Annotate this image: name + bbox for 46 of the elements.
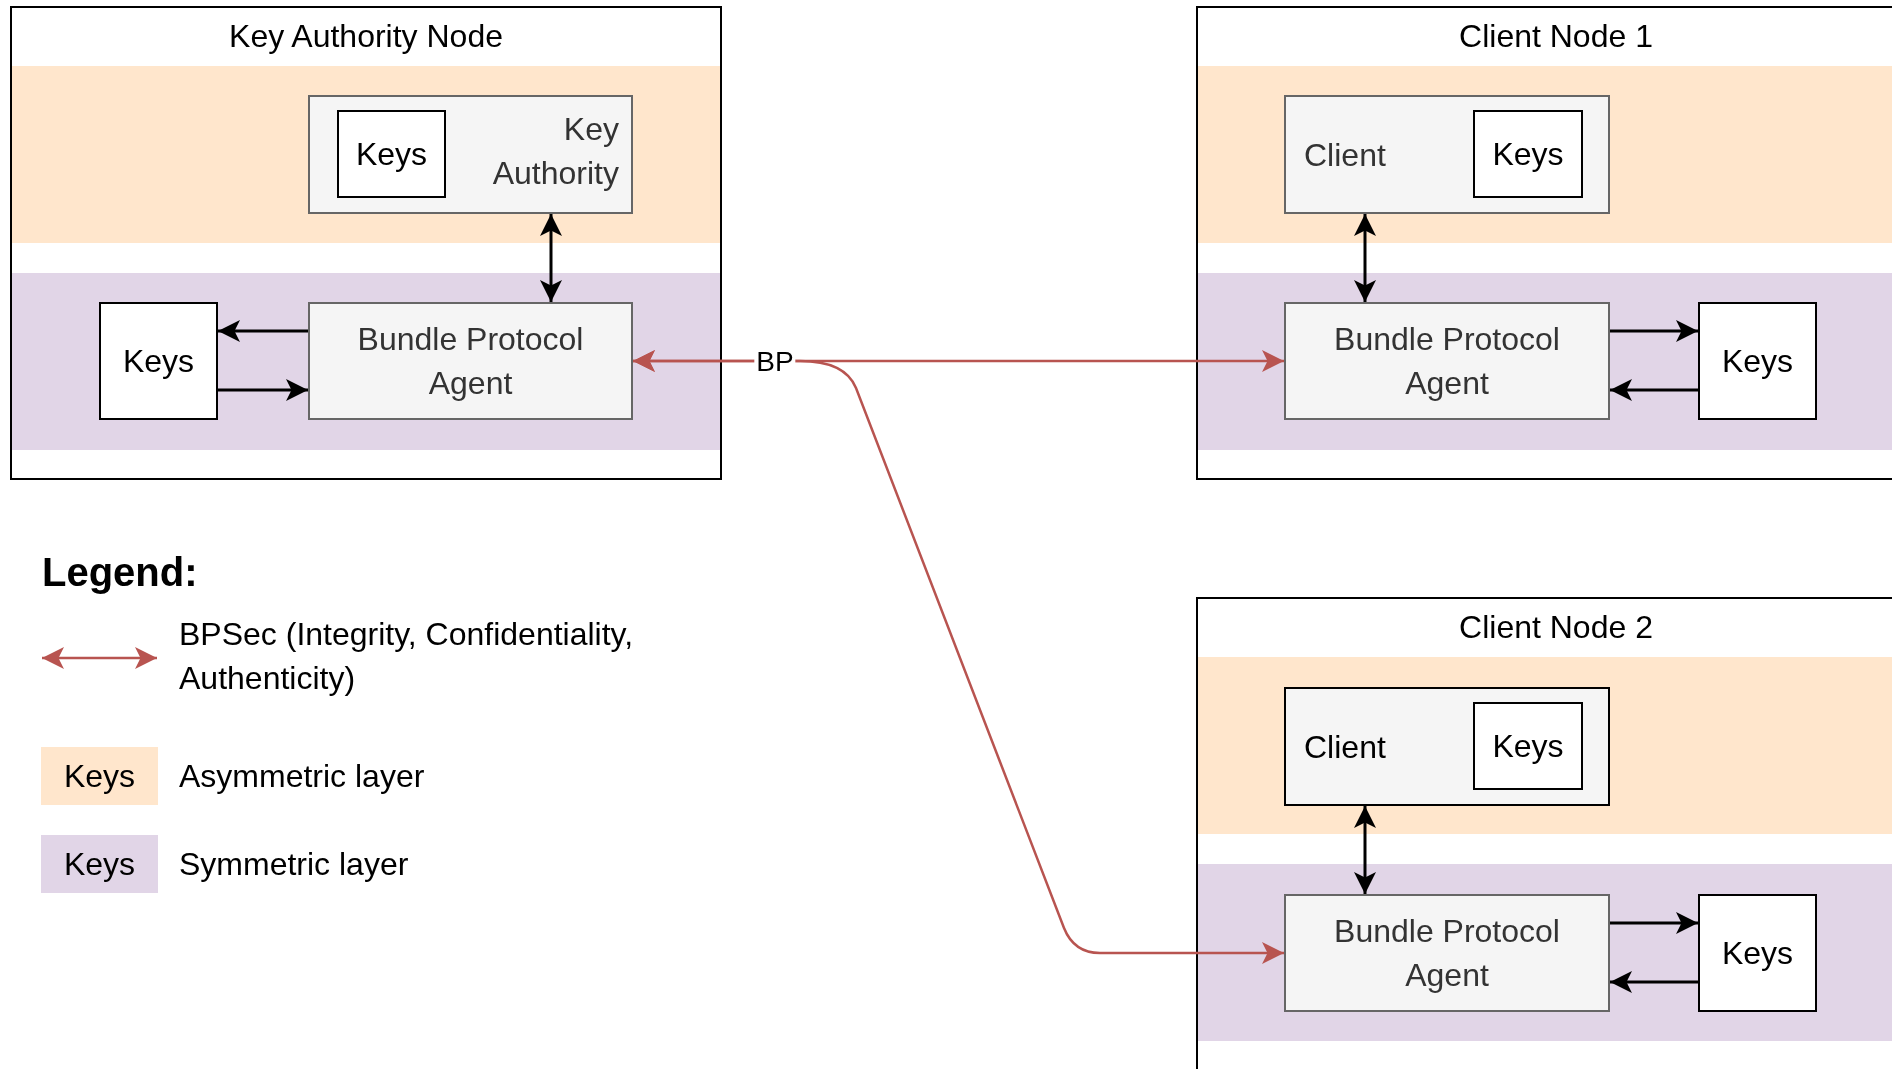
component-box: [1284, 894, 1610, 1012]
node-label: Key Authority: [491, 110, 619, 193]
component-box: [1284, 687, 1610, 806]
keys-box: [99, 302, 218, 420]
arrow: [1610, 971, 1698, 993]
legend-text: Asymmetric layer: [179, 757, 426, 796]
node-container: [1196, 6, 1892, 480]
arrow: [1354, 806, 1376, 894]
swatch-label: Keys: [63, 760, 136, 792]
legend-title: Legend:: [42, 552, 198, 592]
legend-text: BPSec (Integrity, Confidentiality, Authenticity): [179, 615, 635, 698]
arrow: [1354, 214, 1376, 302]
node-label: Keys: [1492, 135, 1564, 174]
node-label: Client: [1304, 727, 1386, 767]
node-label: Keys: [122, 342, 195, 381]
legend-text: Symmetric layer: [179, 845, 410, 884]
component-box: [1284, 302, 1610, 420]
arrow: [633, 350, 1284, 964]
node-label: Keys: [1721, 342, 1794, 381]
arrow: [218, 320, 308, 342]
node-label: Keys: [1721, 934, 1794, 973]
node-label: Bundle Protocol Agent: [356, 320, 585, 403]
arrow: [540, 214, 562, 302]
component-box: [1284, 95, 1610, 214]
node-label: Bundle Protocol Agent: [1333, 912, 1561, 995]
swatch-label: Keys: [63, 848, 136, 880]
node-label: Bundle Protocol Agent: [1333, 320, 1561, 403]
node-title: Client Node 1: [1458, 20, 1654, 52]
node-label: Keys: [355, 135, 428, 174]
keys-box: [1473, 702, 1583, 790]
node-container: [1196, 597, 1892, 1069]
arrow: [218, 379, 308, 401]
node-title: Key Authority Node: [228, 20, 504, 52]
arrow: [1610, 320, 1698, 342]
arrow: [1610, 379, 1698, 401]
node-label: Keys: [1492, 727, 1564, 766]
node-container: [10, 6, 722, 480]
node-title: Client Node 2: [1458, 611, 1654, 643]
keys-box: [1473, 110, 1583, 198]
keys-box: [1698, 302, 1817, 420]
component-box: [308, 95, 633, 214]
keys-box: [1698, 894, 1817, 1012]
keys-box: [337, 110, 446, 198]
component-box: [308, 302, 633, 420]
node-label: Client: [1304, 135, 1386, 175]
arrow: [1610, 912, 1698, 934]
